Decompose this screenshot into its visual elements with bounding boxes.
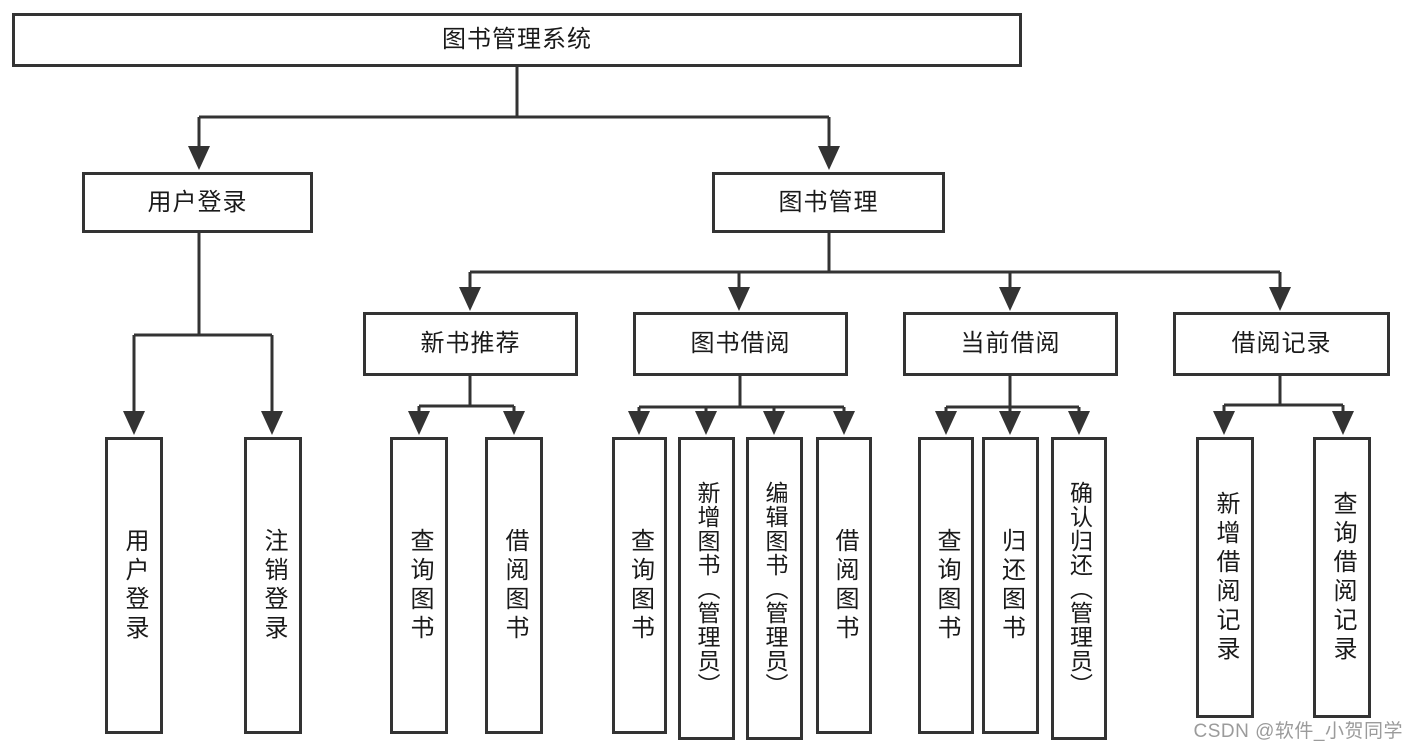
leaf-user-login: 用户登录 (105, 437, 163, 734)
leaf-return-book: 归还图书 (982, 437, 1039, 734)
connector-borrow-record (1222, 376, 1345, 413)
leaf-confirm-return-admin: 确认归还（管理员） (1051, 437, 1107, 740)
leaf-query-book-current: 查询图书 (918, 437, 974, 734)
leaf-borrow-book-recommend: 借阅图书 (485, 437, 543, 734)
leaf-query-book-borrow: 查询图书 (612, 437, 667, 734)
leaf-add-book-admin: 新增图书（管理员） (678, 437, 735, 740)
node-root-system: 图书管理系统 (12, 13, 1022, 67)
connector-root (197, 67, 831, 148)
node-current-borrow: 当前借阅 (903, 312, 1118, 376)
node-borrow-record: 借阅记录 (1173, 312, 1390, 376)
leaf-borrow-book: 借阅图书 (816, 437, 872, 734)
node-new-book-recommend: 新书推荐 (363, 312, 578, 376)
leaf-query-borrow-record: 查询借阅记录 (1313, 437, 1371, 718)
node-user-login: 用户登录 (82, 172, 313, 233)
node-book-borrow: 图书借阅 (633, 312, 848, 376)
connector-current-borrow (944, 376, 1081, 413)
leaf-logout: 注销登录 (244, 437, 302, 734)
leaf-add-borrow-record: 新增借阅记录 (1196, 437, 1254, 718)
csdn-watermark: CSDN @软件_小贺同学 (1193, 721, 1403, 742)
connector-book-management (468, 233, 1282, 289)
node-book-management: 图书管理 (712, 172, 945, 233)
leaf-edit-book-admin: 编辑图书（管理员） (746, 437, 803, 740)
connector-book-borrow (637, 376, 846, 413)
connector-new-book (417, 376, 516, 413)
leaf-query-book-recommend: 查询图书 (390, 437, 448, 734)
arrowheads (123, 146, 1354, 435)
connector-user-login (132, 233, 274, 413)
